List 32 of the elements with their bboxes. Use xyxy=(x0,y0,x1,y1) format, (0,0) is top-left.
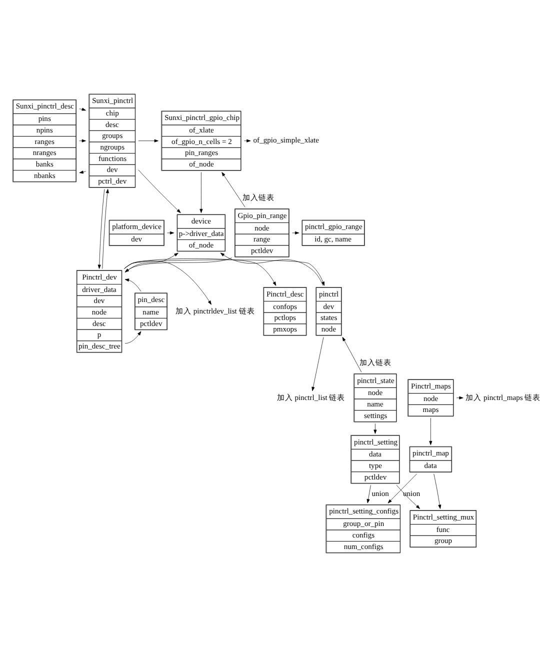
arrow xyxy=(456,396,464,399)
arrow xyxy=(366,484,371,503)
arrow xyxy=(434,473,442,508)
edge-label: 加入链表 xyxy=(360,358,392,367)
arrow xyxy=(374,422,377,434)
arrow xyxy=(312,336,324,391)
arrow xyxy=(79,107,86,110)
arrow xyxy=(244,138,251,142)
edge-label: 加入链表 xyxy=(242,192,275,202)
arrow xyxy=(98,188,105,268)
arrow xyxy=(138,138,158,142)
edge-label: union xyxy=(403,488,420,498)
edge-label: union xyxy=(372,488,389,498)
arrow xyxy=(388,473,418,503)
node-text: 加入 pinctrl_list 链表 xyxy=(276,392,346,402)
arrow xyxy=(124,278,142,292)
arrow xyxy=(102,188,109,268)
arrow xyxy=(138,169,181,213)
arrow xyxy=(220,252,324,286)
node-text: 加入 pinctrldev_list 链表 xyxy=(176,306,255,315)
arrow xyxy=(429,417,432,445)
arrow xyxy=(167,230,174,234)
arrow xyxy=(124,330,142,344)
node-text: 加入 pinctrl_maps 链表 xyxy=(466,392,541,402)
arrow xyxy=(79,170,86,174)
arrow xyxy=(342,336,362,372)
arrow xyxy=(222,172,246,207)
node-text: of_gpio_simple_xlate xyxy=(253,135,319,144)
arrow xyxy=(396,484,420,508)
arrow xyxy=(79,138,86,142)
arrow xyxy=(200,172,203,213)
arrow xyxy=(292,230,300,234)
